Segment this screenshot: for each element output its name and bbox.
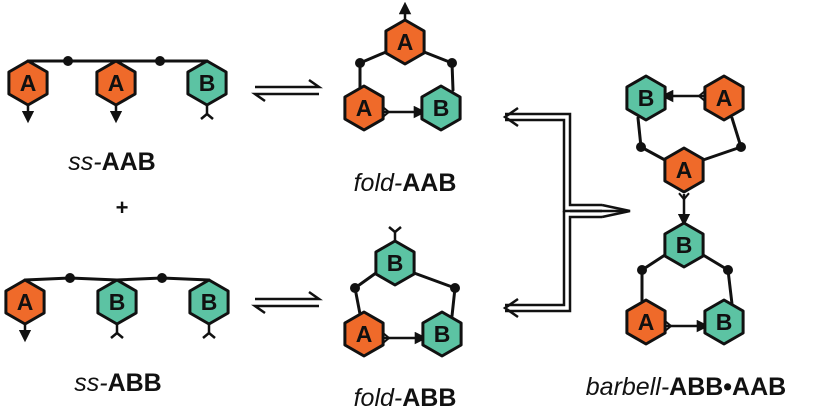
fork-tail-icon bbox=[110, 332, 118, 339]
hexagon-a bbox=[4, 278, 46, 326]
ss-abb-label: ss-ABB bbox=[74, 369, 162, 397]
unit-label-a: A bbox=[20, 70, 37, 96]
ss-aab-unit-2: A bbox=[95, 59, 137, 107]
linker-dot bbox=[637, 265, 647, 275]
unit-label-b: B bbox=[716, 309, 733, 335]
unit-label-a: A bbox=[638, 309, 655, 335]
unit-label-a: A bbox=[716, 85, 733, 111]
linker-dot bbox=[157, 273, 167, 283]
hexagon-layer: A A B A B B A A B B A B B A A B A B bbox=[4, 18, 745, 358]
fold-abb-right-unit: B bbox=[421, 310, 463, 358]
ss-abb-unit-2: B bbox=[96, 278, 138, 326]
unit-label-a: A bbox=[356, 95, 373, 121]
equilibrium-icon bbox=[251, 290, 323, 315]
hexagon-a bbox=[343, 310, 385, 358]
fold-aab-right-unit: B bbox=[420, 84, 462, 132]
unit-label-a: A bbox=[17, 289, 34, 315]
ss-aab-unit-1: A bbox=[7, 59, 49, 107]
hexagon-a bbox=[7, 59, 49, 107]
ss-abb-unit-3: B bbox=[188, 278, 230, 326]
linker-dot bbox=[636, 142, 646, 152]
barbell-lower-hub-unit: B bbox=[663, 221, 705, 269]
fork-tail-icon bbox=[388, 226, 396, 233]
linker-dot bbox=[63, 56, 73, 66]
fork-tail-icon bbox=[116, 332, 124, 339]
fold-aab-left-unit: A bbox=[343, 84, 385, 132]
linker-bond bbox=[701, 253, 734, 306]
linker-dot bbox=[736, 142, 746, 152]
fold-abb-top-unit: B bbox=[374, 239, 416, 287]
barbell-label: barbell-ABB•AAB bbox=[586, 373, 786, 401]
hexagon-b bbox=[96, 278, 138, 326]
linker-dot bbox=[450, 283, 460, 293]
unit-label-a: A bbox=[356, 321, 373, 347]
fold-aab-top-unit: A bbox=[384, 18, 426, 66]
linker-dot bbox=[350, 283, 360, 293]
hexagon-b bbox=[625, 74, 667, 122]
linker-bond bbox=[640, 253, 667, 304]
linker-bond bbox=[412, 271, 457, 318]
hexagon-b bbox=[186, 59, 228, 107]
plus-sign: + bbox=[116, 195, 129, 220]
fork-tail-icon bbox=[206, 113, 214, 120]
fork-tail-icon bbox=[200, 113, 208, 120]
linker-bond bbox=[636, 116, 667, 162]
hexagon-a bbox=[384, 18, 426, 66]
fold-abb-label: fold-ABB bbox=[354, 384, 457, 412]
unit-label-b: B bbox=[387, 250, 404, 276]
fold-abb-left-unit: A bbox=[343, 310, 385, 358]
equilibrium-icon bbox=[251, 78, 323, 103]
hexagon-b bbox=[703, 298, 745, 346]
barbell-bottom-right-unit: B bbox=[703, 298, 745, 346]
unit-label-a: A bbox=[108, 70, 125, 96]
fork-tail-icon bbox=[202, 332, 210, 339]
unit-label-b: B bbox=[676, 232, 693, 258]
unit-label-a: A bbox=[676, 157, 693, 183]
hexagon-b bbox=[663, 221, 705, 269]
hexagon-b bbox=[420, 84, 462, 132]
barbell-upper-hub-unit: A bbox=[663, 146, 705, 194]
equilibrium-arrows bbox=[251, 78, 631, 319]
unit-label-a: A bbox=[397, 29, 414, 55]
linker-bond bbox=[422, 50, 455, 92]
unit-label-b: B bbox=[201, 289, 218, 315]
linker-dot bbox=[723, 265, 733, 275]
ss-aab-unit-3: B bbox=[186, 59, 228, 107]
combination-arrow-icon bbox=[502, 106, 631, 319]
unit-label-b: B bbox=[199, 70, 216, 96]
unit-label-b: B bbox=[638, 85, 655, 111]
docking-arrow-icon bbox=[683, 192, 690, 200]
unit-label-b: B bbox=[433, 95, 450, 121]
hexagon-a bbox=[343, 84, 385, 132]
unit-label-b: B bbox=[109, 289, 126, 315]
barbell-top-left-unit: B bbox=[625, 74, 667, 122]
hexagon-a bbox=[625, 298, 667, 346]
ss-aab-label: ss-AAB bbox=[68, 148, 156, 176]
linker-bond bbox=[701, 116, 743, 162]
barbell-top-right-unit: A bbox=[703, 74, 745, 122]
hexagon-a bbox=[95, 59, 137, 107]
fold-aab-label: fold-AAB bbox=[354, 169, 457, 197]
fork-tail-icon bbox=[208, 332, 216, 339]
fork-tail-icon bbox=[394, 226, 402, 233]
ss-abb-unit-1: A bbox=[4, 278, 46, 326]
docking-arrow-icon bbox=[678, 192, 685, 200]
linker-dot bbox=[355, 58, 365, 68]
linker-dot bbox=[155, 56, 165, 66]
linker-bond bbox=[353, 271, 378, 316]
unit-label-b: B bbox=[434, 321, 451, 347]
hexagon-b bbox=[374, 239, 416, 287]
hexagon-b bbox=[188, 278, 230, 326]
hexagon-a bbox=[663, 146, 705, 194]
linker-dot bbox=[65, 273, 75, 283]
hexagon-a bbox=[703, 74, 745, 122]
hexagon-b bbox=[421, 310, 463, 358]
linker-dot-layer bbox=[63, 56, 746, 293]
linker-dot bbox=[447, 58, 457, 68]
barbell-bottom-left-unit: A bbox=[625, 298, 667, 346]
linker-bond bbox=[358, 50, 388, 90]
